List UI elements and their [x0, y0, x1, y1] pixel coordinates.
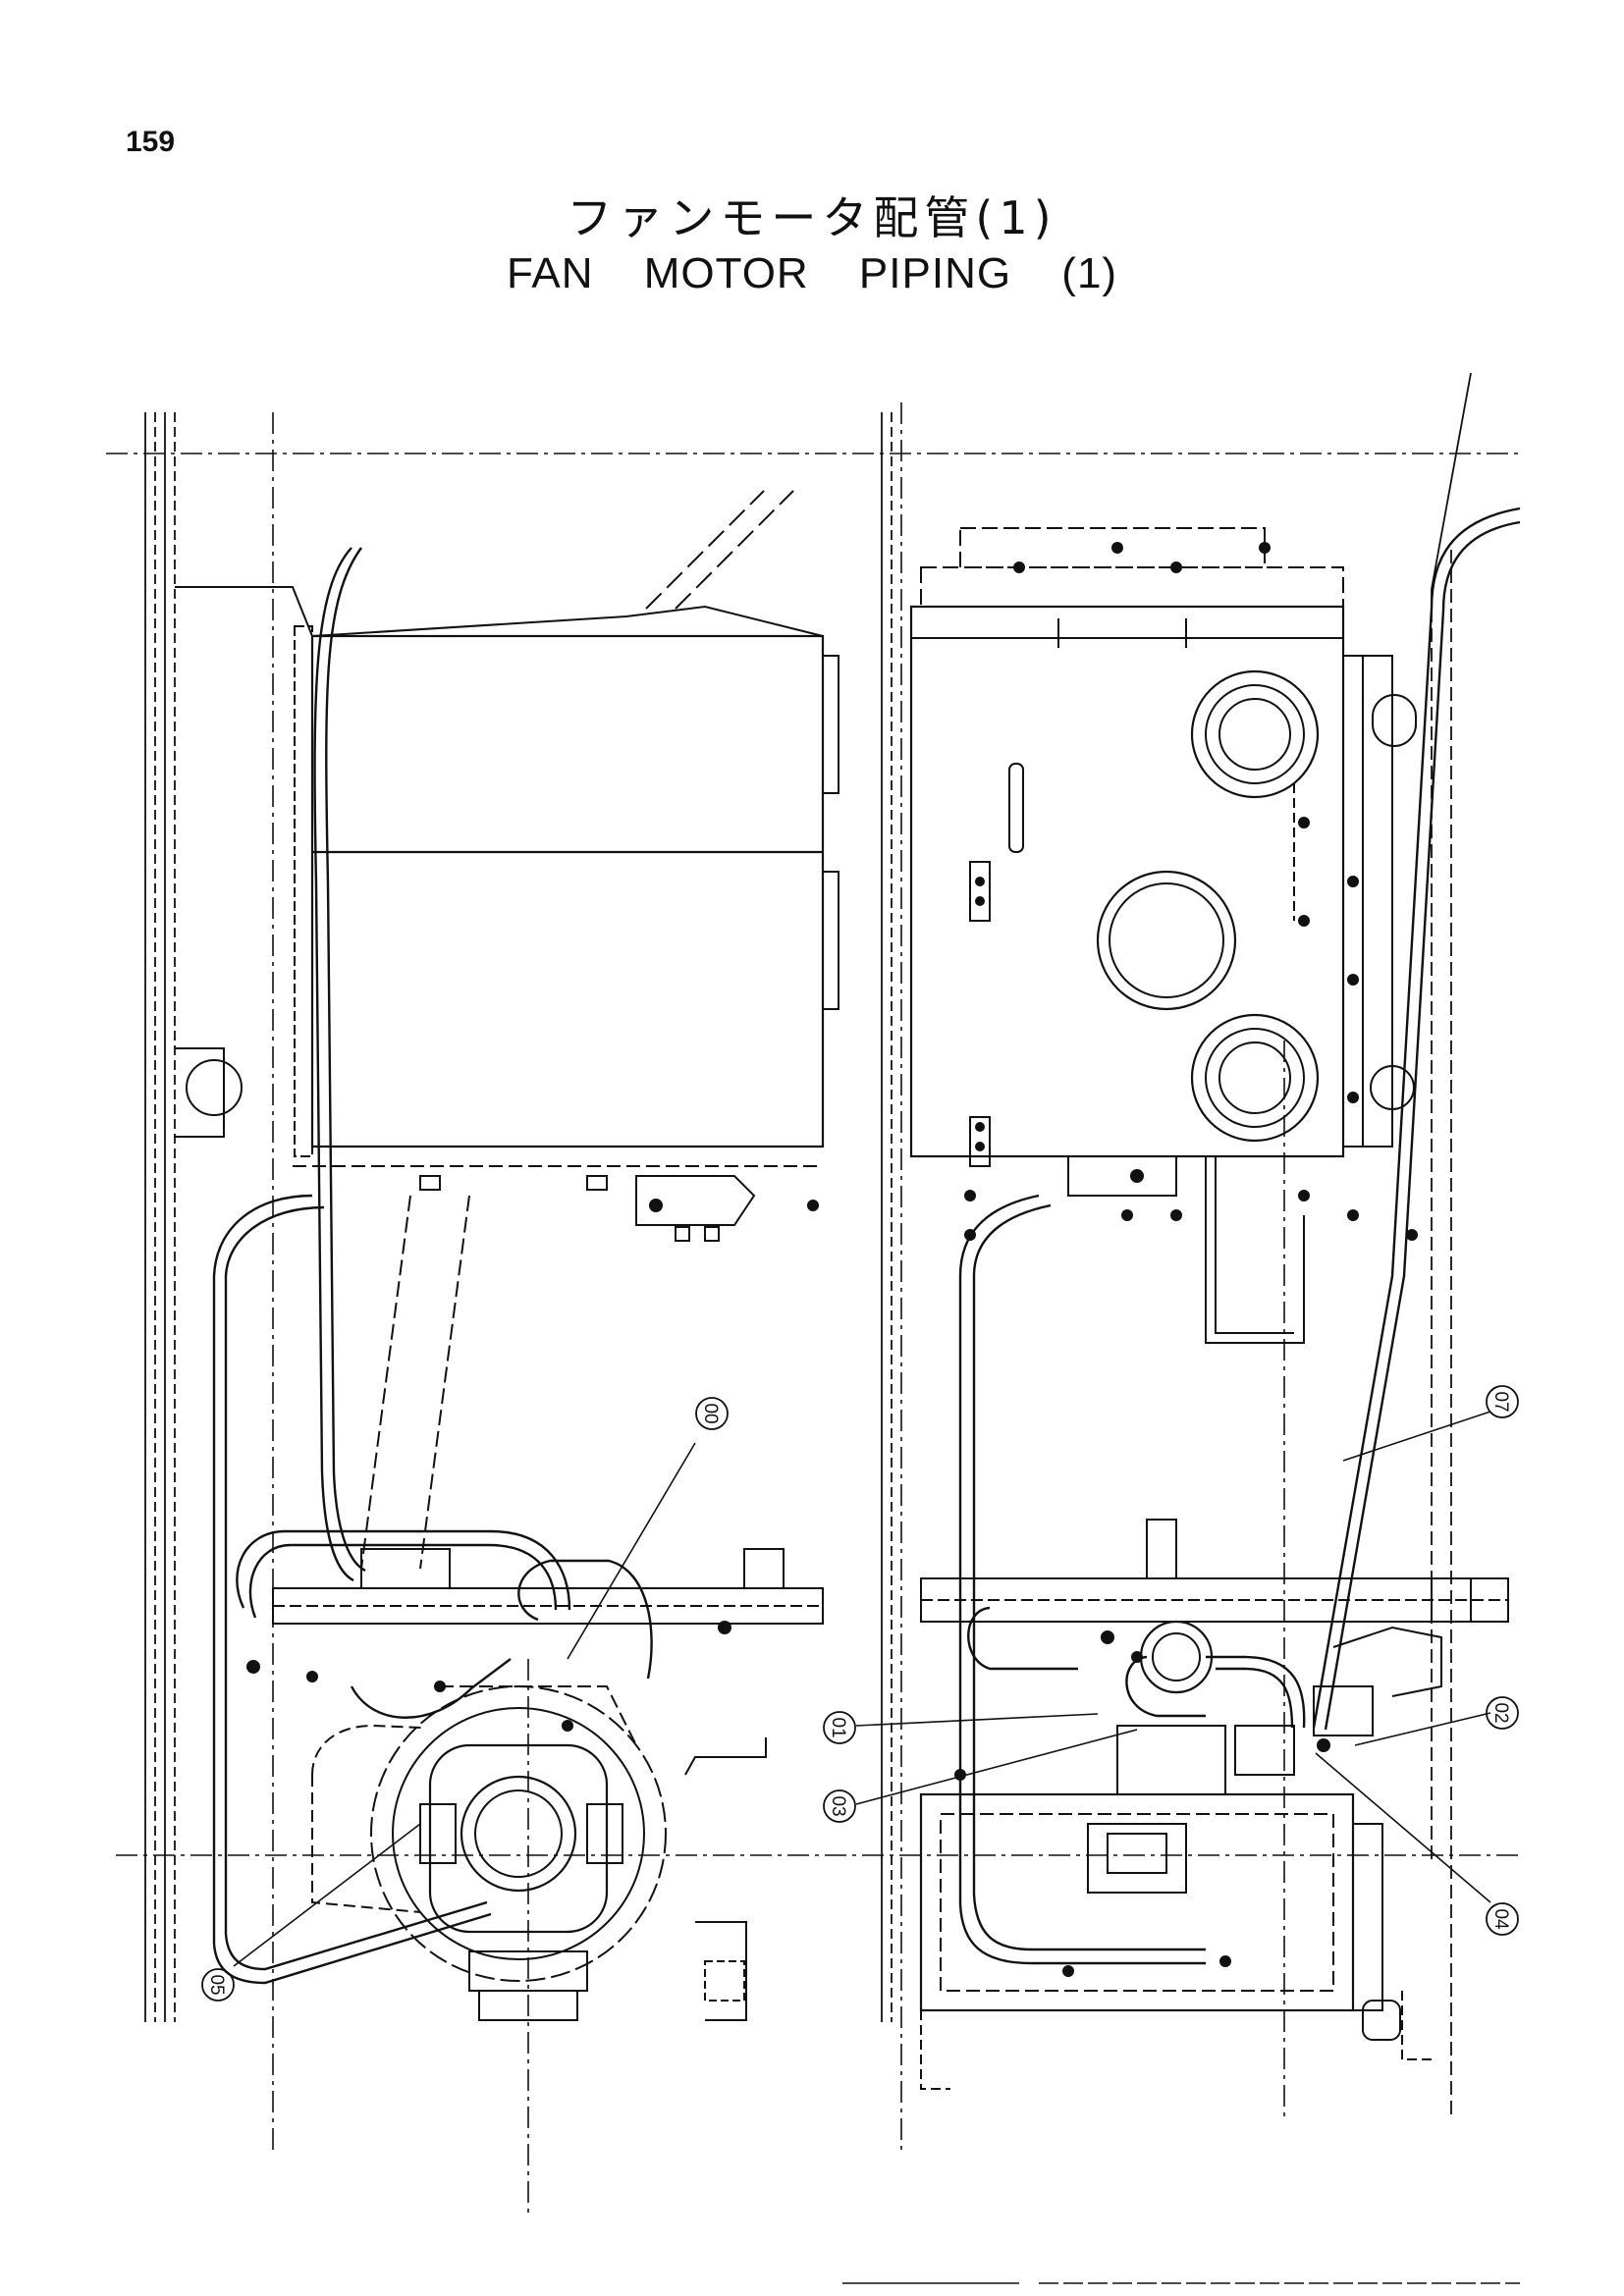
callout-07-label: 07 — [1490, 1391, 1511, 1412]
left-tank — [175, 490, 839, 1242]
callout-leaders — [233, 1411, 1491, 1967]
centerlines — [106, 402, 1520, 2218]
right-tank-bolts — [964, 542, 1418, 1241]
callout-03-label: 03 — [828, 1795, 848, 1816]
callout-01-label: 01 — [828, 1717, 848, 1737]
callout-07: 07 — [1486, 1385, 1519, 1418]
right-frame-rails — [1431, 372, 1472, 2120]
callout-00: 00 — [695, 1397, 729, 1430]
hoses — [212, 507, 1521, 1985]
callout-02-label: 02 — [1490, 1702, 1511, 1723]
left-frame-rails — [144, 412, 176, 2022]
callout-04: 04 — [1486, 1902, 1519, 1936]
page-number: 159 — [126, 126, 176, 158]
right-tank — [909, 527, 1417, 1344]
callout-05-label: 05 — [206, 1974, 227, 1995]
callout-03: 03 — [823, 1789, 856, 1823]
callout-02: 02 — [1486, 1696, 1519, 1730]
right-pump — [919, 1620, 1442, 2090]
callout-01: 01 — [823, 1711, 856, 1744]
middle-frame-rails — [881, 412, 893, 2022]
title-japanese: ファンモータ配管(1) — [567, 191, 1057, 244]
left-fan-motor — [311, 1685, 767, 2021]
callout-05: 05 — [201, 1968, 235, 2002]
callout-04-label: 04 — [1490, 1908, 1511, 1930]
fittings — [246, 1169, 1330, 1977]
callout-00-label: 00 — [700, 1403, 721, 1423]
cross-members — [272, 1195, 1509, 1625]
title-english: FAN MOTOR PIPING (1) — [506, 249, 1118, 297]
